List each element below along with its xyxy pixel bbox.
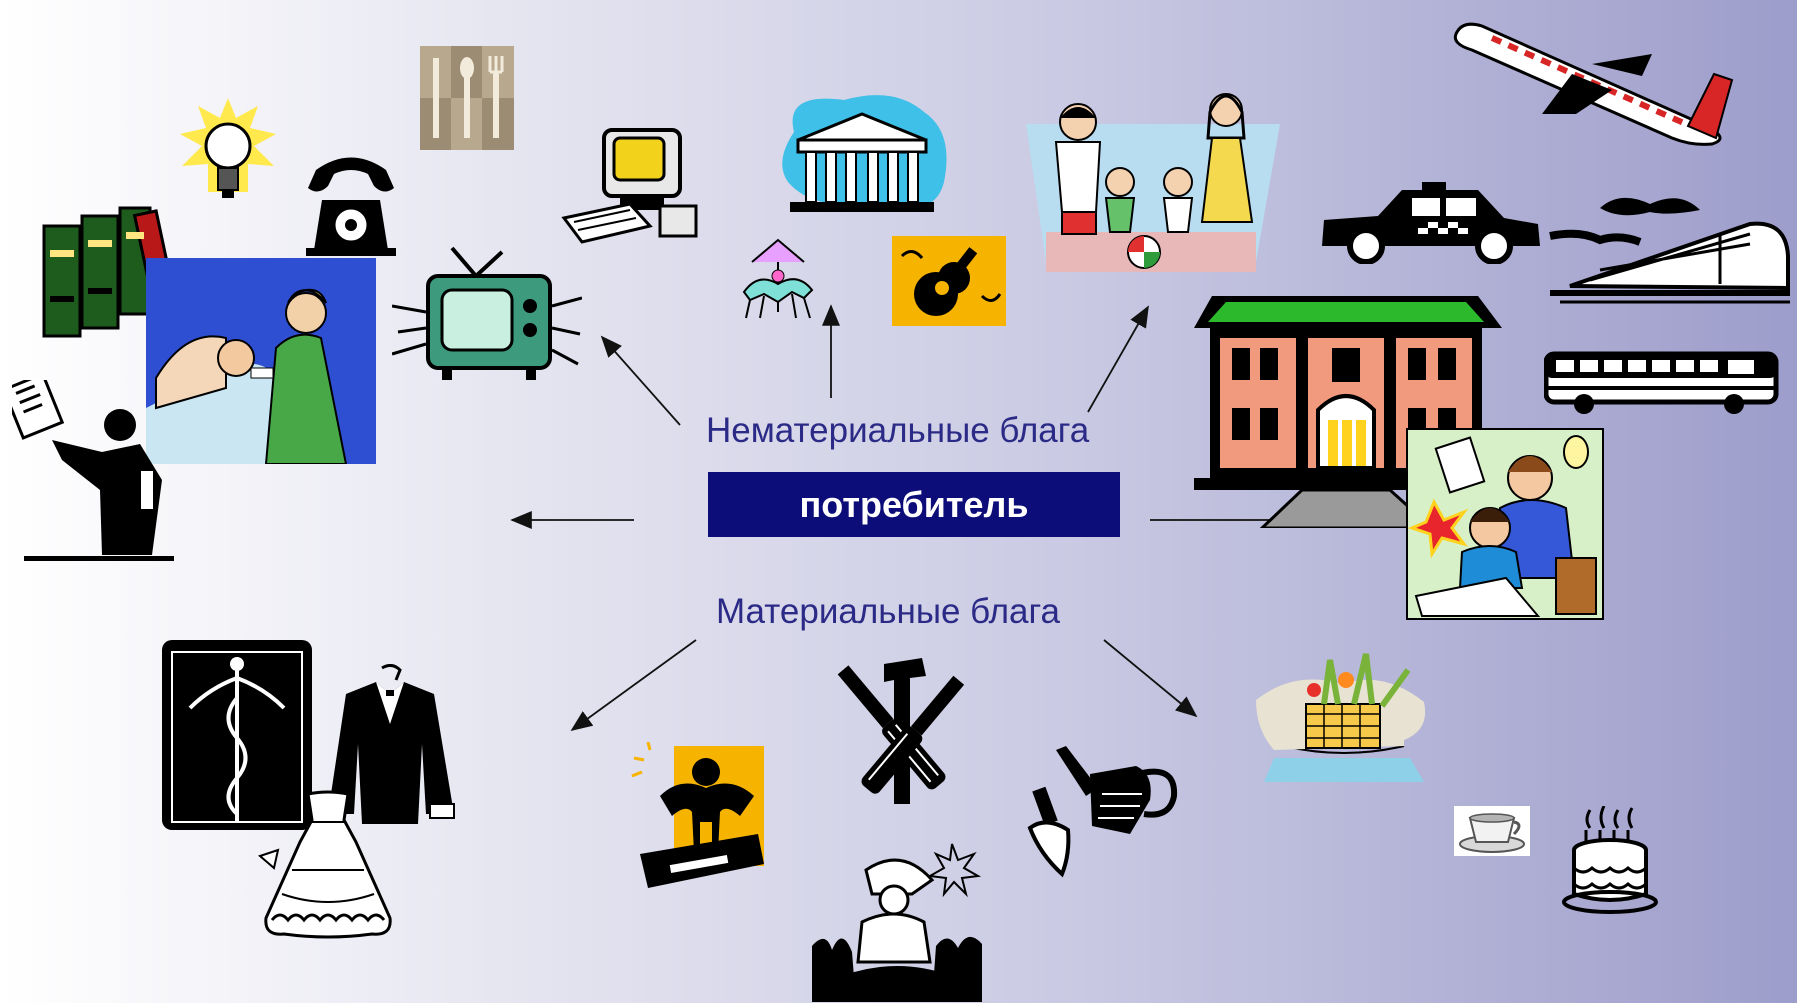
consumer-box: потребитель [708,472,1120,537]
consumer-label: потребитель [799,483,1029,525]
tools-icon [837,658,965,804]
garden-tools-icon [1027,746,1178,878]
telephone-icon [306,157,396,256]
arrow-to-family [1087,305,1149,413]
dress-icon [258,790,392,939]
theater-icon [782,95,947,212]
doctor-coat-icon [162,640,312,830]
cup-icon [1454,806,1530,856]
bodybuilder-icon [631,742,764,888]
computer-icon [561,128,698,244]
reading-person-icon [12,380,174,561]
food-basket-icon [1256,653,1426,782]
family-icon [1026,93,1280,272]
intangible-goods-label: Нематериальные блага [706,411,1090,450]
train-icon [1549,197,1790,304]
carousel-icon [742,238,814,319]
arrow-to-clothes [570,639,697,732]
nurse-patient-icon [146,258,376,464]
cake-icon [1562,806,1658,914]
airplane-icon [1453,22,1734,146]
bus-icon [1544,351,1779,414]
television-icon [392,246,582,380]
arrow-to-food [1103,639,1198,718]
arrow-to-tv [600,335,681,426]
guitar-icon [892,236,1006,326]
tuxedo-icon [328,664,455,824]
gardener-icon [812,843,982,1002]
lightbulb-icon [180,98,276,198]
taxi-icon [1322,182,1540,264]
cutlery-icon [420,46,514,150]
material-goods-label: Материальные блага [716,592,1060,631]
students-icon [1406,428,1604,620]
